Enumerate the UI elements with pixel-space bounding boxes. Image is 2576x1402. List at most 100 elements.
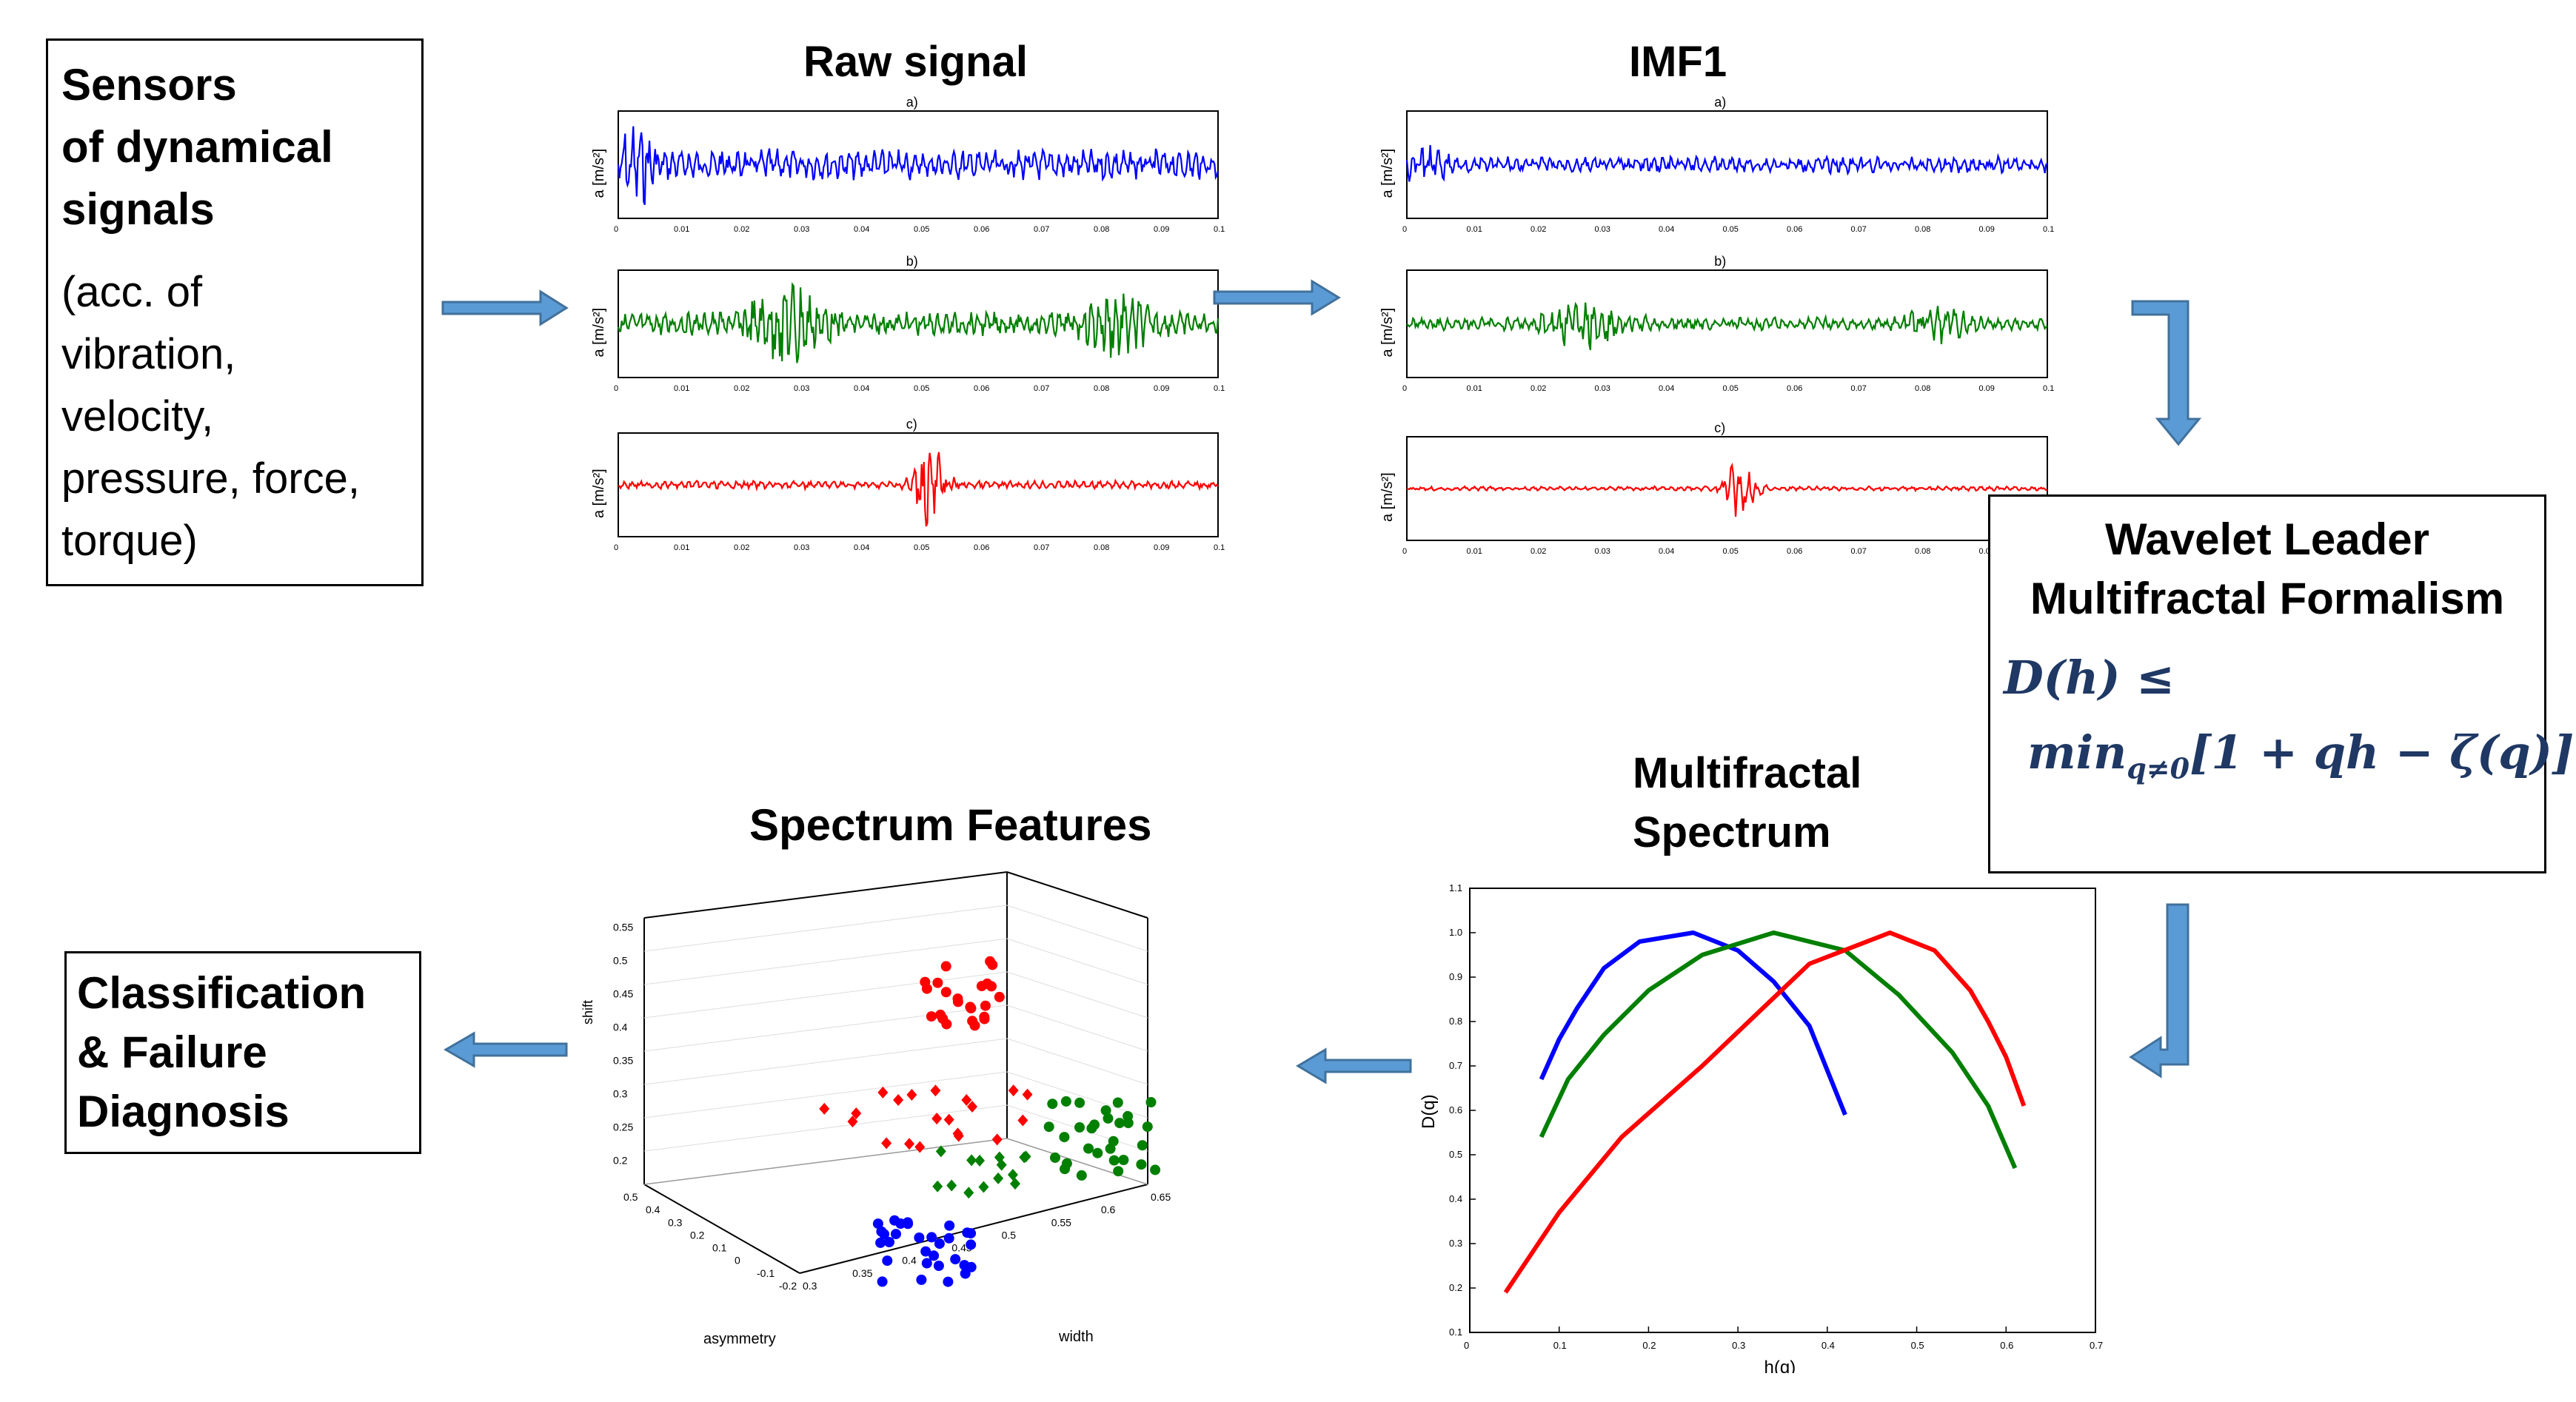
scatter-point — [1008, 1084, 1019, 1097]
scatter-point — [1050, 1152, 1060, 1163]
formula-sub: q≠0 — [2127, 751, 2190, 785]
scatter-point — [966, 1154, 977, 1167]
x-tick-label: 0.4 — [1821, 1340, 1835, 1351]
spectrum-features-3d-scatter: 0.550.50.450.40.350.30.250.20.50.40.30.2… — [581, 871, 1171, 1347]
panel-ylabel: a [m/s²] — [591, 149, 607, 198]
shift-tick-label: 0.3 — [613, 1088, 628, 1100]
y-tick-label: 0.3 — [1449, 1238, 1462, 1249]
shift-tick-label: 0.25 — [613, 1121, 633, 1133]
sensors-heading-line: of dynamical — [61, 122, 333, 172]
x-tick-label: 0.1 — [2043, 225, 2054, 234]
x-tick-label: 0.03 — [794, 225, 809, 234]
grid-line — [643, 1104, 1008, 1152]
signal-trace — [617, 126, 1220, 205]
scatter-point — [962, 1227, 973, 1238]
scatter-point — [963, 1187, 974, 1199]
y-tick-label: 0.6 — [1449, 1104, 1462, 1116]
scatter-point — [1061, 1158, 1072, 1169]
x-tick-label: 0 — [1402, 225, 1407, 234]
scatter-point — [1142, 1121, 1153, 1133]
x-tick-label: 0.08 — [1094, 543, 1109, 552]
x-tick-label: 0.06 — [1787, 547, 1802, 556]
scatter-point — [1043, 1121, 1054, 1133]
scatter-point — [1113, 1166, 1124, 1177]
panel-label: a) — [1714, 95, 1726, 110]
scatter-point — [877, 1086, 889, 1099]
grid-line — [643, 1071, 1008, 1118]
axis-edge — [643, 1184, 800, 1274]
scatter-point — [916, 1274, 927, 1285]
x-tick-label: 0.05 — [1723, 384, 1739, 393]
x-tick-label: 0.09 — [1154, 225, 1169, 234]
sensors-body-line: velocity, — [61, 392, 214, 440]
scatter-point — [1103, 1113, 1114, 1124]
scatter-point — [1076, 1170, 1087, 1181]
spectrum-features-title: Spectrum Features — [749, 800, 1152, 850]
x-tick-label: 0.06 — [974, 543, 989, 552]
scatter-point — [979, 1013, 990, 1024]
asymmetry-tick-label: 0.1 — [712, 1242, 727, 1254]
scatter-point — [1112, 1097, 1123, 1108]
x-tick-label: 0 — [1402, 547, 1407, 556]
grid-line — [1006, 1038, 1148, 1085]
x-tick-label: 0.05 — [914, 543, 929, 552]
x-axis-label: h(q) — [1764, 1358, 1796, 1373]
scatter-point — [931, 1113, 943, 1125]
x-tick-label: 0 — [1402, 384, 1407, 393]
scatter-point — [940, 987, 951, 998]
scatter-point — [1108, 1136, 1119, 1147]
scatter-point — [967, 1016, 978, 1027]
x-tick-label: 0.1 — [1553, 1340, 1567, 1351]
scatter-point — [1074, 1122, 1085, 1133]
shift-tick-label: 0.2 — [613, 1155, 628, 1167]
arrow-right-icon — [1213, 279, 1341, 316]
shift-tick-label: 0.5 — [613, 955, 628, 967]
scatter-point — [914, 1141, 926, 1153]
x-tick-label: 0.06 — [974, 225, 989, 234]
width-tick-label: 0.55 — [1051, 1216, 1071, 1228]
axis-edge — [1006, 1138, 1148, 1185]
scatter-point — [914, 1232, 925, 1243]
scatter-point — [991, 1133, 1003, 1146]
scatter-point — [994, 1151, 1005, 1164]
scatter-point — [932, 1180, 943, 1193]
y-tick-label: 0.8 — [1449, 1016, 1462, 1027]
scatter-point — [1059, 1132, 1070, 1143]
scatter-point — [1074, 1097, 1085, 1108]
panel-ylabel: a [m/s²] — [1379, 472, 1396, 522]
x-tick-label: 0.07 — [1034, 384, 1049, 393]
panel-ylabel: a [m/s²] — [1379, 149, 1396, 198]
scatter-point — [1047, 1099, 1058, 1110]
scatter-point — [1123, 1118, 1134, 1129]
x-tick-label: 0.05 — [914, 225, 929, 234]
x-tick-label: 0.5 — [1911, 1340, 1924, 1351]
scatter-point — [935, 1145, 946, 1158]
wavelet-title-line: Wavelet Leader — [2105, 514, 2429, 564]
raw-signal-title: Raw signal — [803, 38, 1028, 86]
axis-edge — [1006, 871, 1148, 919]
arrow-bend-down-icon — [2131, 300, 2202, 446]
panel-ylabel: a [m/s²] — [591, 308, 607, 358]
x-tick-label: 0.06 — [1787, 384, 1802, 393]
scatter-point — [946, 1179, 957, 1192]
x-tick-label: 0.05 — [1723, 547, 1739, 556]
scatter-point — [926, 1011, 937, 1022]
signal-trace — [1405, 144, 2048, 182]
x-tick-label: 0.07 — [1034, 543, 1049, 552]
x-tick-label: 0.08 — [1915, 547, 1930, 556]
y-tick-label: 0.7 — [1449, 1060, 1462, 1071]
multifractal-spectrum-title: Multifractal Spectrum — [1633, 744, 1861, 862]
scatter-point — [921, 983, 932, 994]
formula-bracket: [1 + qh − ζ(q)] — [2189, 725, 2575, 779]
grid-line — [1006, 938, 1148, 985]
scatter-point — [1136, 1159, 1147, 1170]
x-tick-label: 0.3 — [1732, 1340, 1745, 1351]
panel-ylabel: a [m/s²] — [1379, 308, 1396, 358]
x-tick-label: 0.07 — [1851, 225, 1867, 234]
sensors-body: (acc. of vibration, velocity, pressure, … — [61, 261, 408, 572]
x-tick-label: 0.02 — [734, 225, 749, 234]
x-tick-label: 0.04 — [1659, 225, 1674, 234]
